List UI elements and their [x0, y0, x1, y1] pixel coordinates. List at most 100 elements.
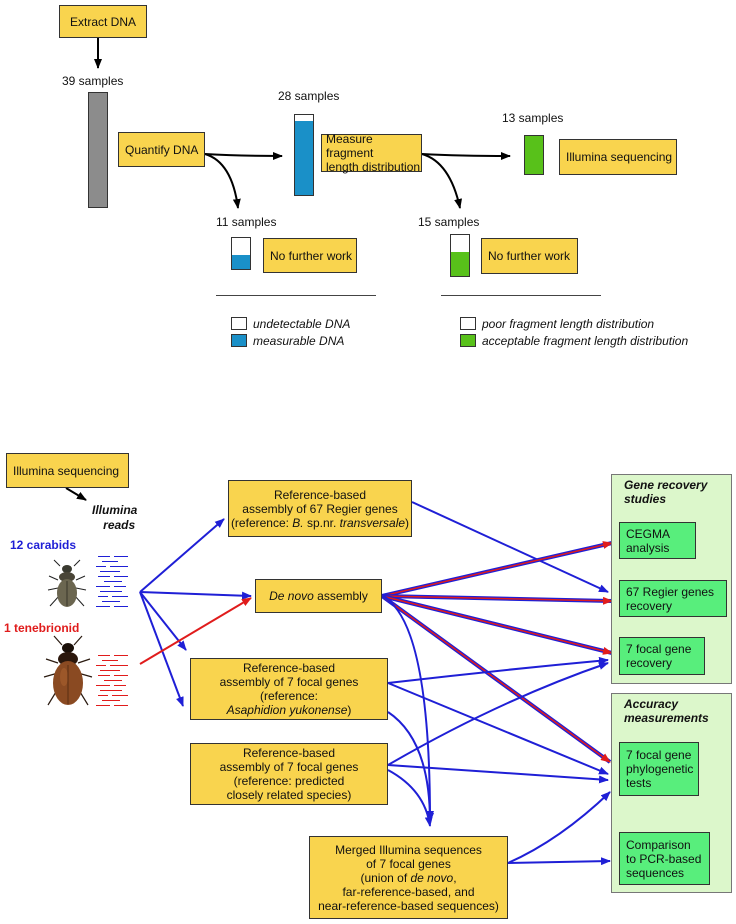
arrow-measure-to-15: [421, 153, 462, 209]
legend-measurable-swatch: [231, 334, 247, 347]
focal-recovery-box: 7 focal gene recovery: [619, 637, 705, 675]
regier-recovery-box: 67 Regier genes recovery: [619, 580, 727, 617]
legend-undetectable-label: undetectable DNA: [253, 317, 351, 331]
merged-line5: near-reference-based sequences): [318, 898, 499, 913]
focal-line2: recovery: [626, 656, 673, 670]
tenebrionid-beetle-icon: [43, 635, 93, 706]
reads-line1: Illumina: [92, 503, 138, 517]
arrow-ref7b-to-phylo: [387, 764, 609, 784]
arrow-merged-to-pcr: [507, 857, 611, 866]
arrow-ref67-to-regier: [411, 501, 609, 593]
arrow-quantify-to-11: [204, 153, 241, 209]
ref-67-regier-box: Reference-based assembly of 67 Regier ge…: [228, 480, 412, 537]
merged-line4: far-reference-based, and: [342, 884, 475, 899]
ref7b-line3: (reference: predicted: [233, 774, 345, 788]
arrow-reads-to-ref7b: [139, 591, 184, 707]
arrow-denovo-to-cegma-red: [381, 541, 613, 597]
phylo-line2: phylogenetic: [626, 762, 694, 776]
de-novo-assembly-box: De novo assembly: [255, 579, 382, 613]
count-13-label: 13 samples: [502, 111, 564, 125]
count-15-label: 15 samples: [418, 215, 480, 229]
legend-acceptable-swatch: [460, 334, 476, 347]
measure-line2: length distribution: [326, 160, 421, 174]
arrow-ref7a-to-merged: [387, 711, 434, 823]
arrow-denovo-to-regier-red: [381, 595, 613, 605]
legend-acceptable-label: acceptable fragment length distribution: [482, 334, 689, 348]
ref7a-line3: (reference:: [259, 689, 319, 703]
pcr-comparison-box: Comparison to PCR-based sequences: [619, 832, 710, 885]
bar-39-samples: [88, 92, 108, 208]
ref7a-line2: assembly of 7 focal genes: [219, 675, 359, 689]
legend-divider-left: [216, 295, 376, 296]
ref67-line1: Reference-based: [273, 487, 367, 502]
red-read-lines-icon: [96, 655, 130, 709]
phylogenetic-tests-box: 7 focal gene phylogenetic tests: [619, 742, 699, 796]
legend-poor-swatch: [460, 317, 476, 330]
bar-15-samples: [450, 234, 470, 277]
illumina-sequencing-box-bottom: Illumina sequencing: [6, 453, 129, 488]
bar-11-samples: [231, 237, 251, 270]
reads-line2: reads: [103, 518, 136, 532]
cegma-line2: analysis: [626, 540, 670, 555]
no-further-label-1: No further work: [270, 248, 353, 263]
legend-undetectable-swatch: [231, 317, 247, 330]
phylo-line3: tests: [626, 776, 652, 790]
pcr-line3: sequences: [626, 865, 685, 880]
ref7a-line4: Asaphidion yukonense): [226, 703, 352, 717]
arrow-measure-to-13: [421, 151, 511, 160]
legend-poor-label: poor fragment length distribution: [482, 317, 655, 331]
measure-line1: Measure fragment: [326, 132, 374, 160]
measure-fragment-box: Measure fragment length distribution: [321, 132, 422, 174]
arrow-reads-to-ref67: [139, 518, 225, 593]
bar-28-fill: [295, 121, 313, 195]
ref7b-line1: Reference-based: [242, 746, 336, 760]
legend-divider-right: [441, 295, 601, 296]
arrow-quantify-to-28: [204, 151, 283, 160]
arrow-tenebrionid-to-denovo: [139, 597, 252, 665]
pcr-line1: Comparison: [626, 837, 691, 852]
count-39-label: 39 samples: [62, 74, 124, 88]
regier-line1: 67 Regier genes: [626, 584, 715, 599]
extract-dna-label: Extract DNA: [69, 14, 136, 29]
count-11-label: 11 samples: [216, 215, 277, 229]
arrow-ref7b-to-merged: [387, 769, 433, 827]
quantify-dna-box: Quantify DNA: [118, 132, 205, 167]
arrow-illumina-to-reads: [65, 487, 87, 501]
pcr-line2: to PCR-based: [626, 851, 702, 866]
arrow-ref7a-to-focal: [387, 656, 609, 684]
cegma-analysis-box: CEGMA analysis: [619, 522, 696, 559]
illumina-sequencing-box-top: Illumina sequencing: [559, 139, 677, 175]
carabids-label: 12 carabids: [10, 538, 77, 552]
arrow-reads-to-denovo: [139, 591, 252, 600]
merged-line3: (union of de novo,: [360, 870, 457, 885]
quantify-dna-label: Quantify DNA: [125, 142, 199, 157]
no-further-work-box-1: No further work: [263, 238, 357, 273]
focal-line1: 7 focal gene: [626, 642, 692, 656]
ref67-line3: (reference: B. sp.nr. transversale): [230, 515, 410, 530]
illumina-top-label: Illumina sequencing: [566, 150, 673, 164]
bar-11-fill: [232, 255, 250, 269]
merged-line1: Merged Illumina sequences: [335, 842, 482, 857]
ref7a-line1: Reference-based: [242, 661, 336, 675]
arrow-denovo-to-focal-red: [381, 595, 613, 655]
bar-28-samples: [294, 114, 314, 196]
ref67-line2: assembly of 67 Regier genes: [242, 501, 398, 516]
phylo-line1: 7 focal gene: [626, 748, 692, 762]
arrow-ref7b-to-focal: [387, 662, 609, 766]
arrow-ref7a-to-phylo: [387, 682, 609, 775]
legend-measurable-label: measurable DNA: [253, 334, 345, 348]
ref7b-line2: assembly of 7 focal genes: [219, 760, 359, 774]
regier-line2: recovery: [626, 598, 673, 613]
extract-dna-box: Extract DNA: [59, 5, 147, 38]
ref-7-focal-asaphidion-box: Reference-based assembly of 7 focal gene…: [190, 658, 388, 720]
tenebrionid-label: 1 tenebrionid: [4, 621, 80, 635]
bar-13-samples: [524, 135, 544, 175]
arrow-denovo-to-phylo-red: [381, 595, 611, 763]
denovo-label: De novo assembly: [269, 589, 368, 603]
ref7b-line4: closely related species): [226, 788, 352, 802]
blue-read-lines-icon: [96, 556, 130, 610]
cegma-line1: CEGMA: [626, 526, 671, 541]
illumina-bottom-label: Illumina sequencing: [13, 463, 120, 478]
arrow-denovo-to-merged: [381, 595, 434, 821]
bar-15-fill: [451, 252, 469, 276]
